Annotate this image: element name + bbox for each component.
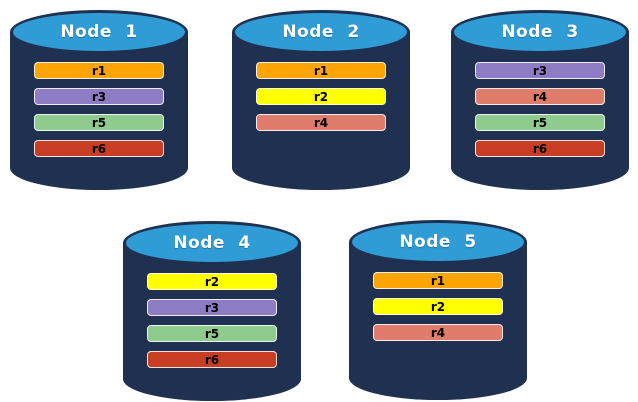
replica-bar-r6: r6 — [34, 140, 164, 157]
replica-bar-r6: r6 — [147, 351, 277, 368]
node-cylinder-3: Node 3 r3 r4 r5 r6 — [451, 10, 629, 190]
node-cylinder-1: Node 1 r1 r3 r5 r6 — [10, 10, 188, 190]
cylinder-top: Node 2 — [232, 10, 410, 54]
node-cylinder-5: Node 5 r1 r2 r4 — [349, 220, 527, 400]
replica-bar-r1: r1 — [373, 272, 503, 289]
replica-bar-r5: r5 — [475, 114, 605, 131]
replica-bar-r2: r2 — [147, 273, 277, 290]
cylinder-top: Node 1 — [10, 10, 188, 54]
replica-list: r2 r3 r5 r6 — [147, 273, 277, 368]
replica-bar-r3: r3 — [475, 62, 605, 79]
replica-list: r1 r2 r4 — [256, 62, 386, 131]
node-label: Node 2 — [282, 22, 360, 42]
cylinder-top: Node 3 — [451, 10, 629, 54]
replica-bar-r5: r5 — [34, 114, 164, 131]
replica-bar-r3: r3 — [147, 299, 277, 316]
replica-list: r1 r3 r5 r6 — [34, 62, 164, 157]
node-cylinder-4: Node 4 r2 r3 r5 r6 — [123, 221, 301, 401]
replica-bar-r6: r6 — [475, 140, 605, 157]
node-label: Node 1 — [60, 22, 138, 42]
replica-bar-r4: r4 — [475, 88, 605, 105]
node-label: Node 3 — [501, 22, 579, 42]
replica-bar-r2: r2 — [256, 88, 386, 105]
cylinder-top: Node 5 — [349, 220, 527, 264]
replica-bar-r1: r1 — [34, 62, 164, 79]
replica-list: r1 r2 r4 — [373, 272, 503, 341]
replica-bar-r5: r5 — [147, 325, 277, 342]
replica-bar-r2: r2 — [373, 298, 503, 315]
replica-bar-r1: r1 — [256, 62, 386, 79]
replica-list: r3 r4 r5 r6 — [475, 62, 605, 157]
node-cylinder-2: Node 2 r1 r2 r4 — [232, 10, 410, 190]
replica-bar-r4: r4 — [256, 114, 386, 131]
replica-bar-r3: r3 — [34, 88, 164, 105]
replica-bar-r4: r4 — [373, 324, 503, 341]
node-label: Node 4 — [173, 233, 251, 253]
cylinder-top: Node 4 — [123, 221, 301, 265]
node-label: Node 5 — [399, 232, 477, 252]
